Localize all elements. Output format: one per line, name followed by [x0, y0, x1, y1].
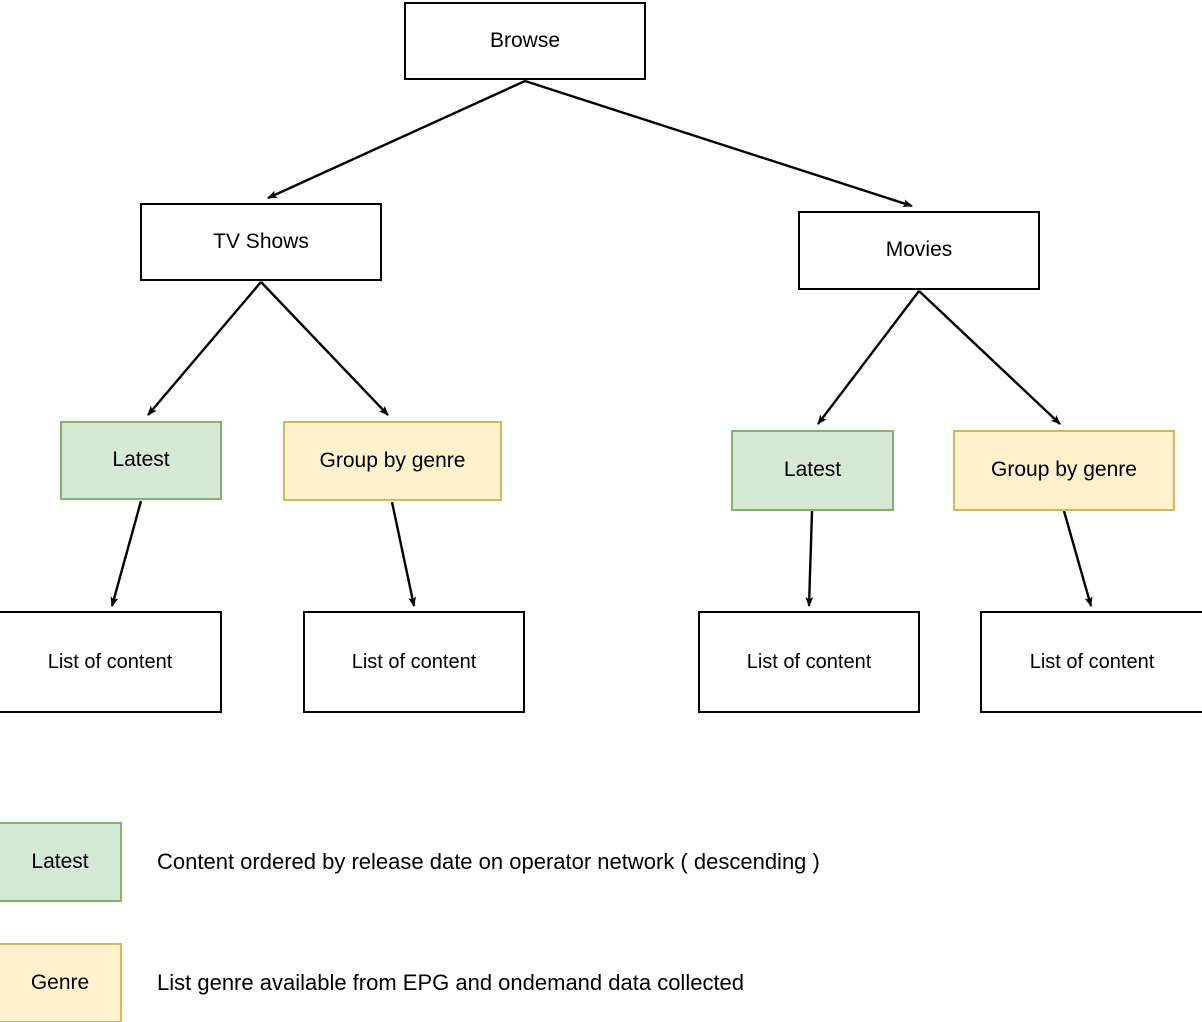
edge-movies-to-genre — [918, 290, 1061, 425]
legend-description-genre: List genre available from EPG and ondema… — [157, 970, 745, 995]
node-tv-genre-list-label: List of content — [351, 650, 477, 673]
node-movies-latest[interactable]: Latest — [731, 430, 894, 511]
node-tv-latest[interactable]: Latest — [60, 421, 222, 500]
node-movies-latest-label: Latest — [783, 458, 842, 482]
edge-tv-shows-to-latest — [147, 281, 262, 416]
node-movies-latest-list[interactable]: List of content — [698, 611, 920, 713]
node-movies-genre-list-label: List of content — [1029, 650, 1155, 673]
node-tv-shows-label: TV Shows — [213, 229, 309, 253]
node-movies-group-by-genre-label: Group by genre — [991, 458, 1137, 482]
node-browse-label: Browse — [489, 28, 561, 52]
edge-tv-genre-to-list — [390, 501, 417, 607]
node-movies-latest-list-label: List of content — [746, 650, 872, 673]
edge-movies-latest-to-list — [805, 510, 814, 607]
legend-swatch-genre: Genre — [0, 943, 122, 1022]
node-tv-shows[interactable]: TV Shows — [140, 203, 382, 281]
edge-tv-latest-to-list — [110, 500, 143, 607]
edge-movies-to-latest — [817, 290, 920, 425]
node-tv-latest-label: Latest — [112, 448, 170, 472]
node-tv-latest-list-label: List of content — [47, 650, 173, 673]
edge-browse-to-movies — [524, 79, 913, 208]
legend-swatch-genre-label: Genre — [30, 971, 90, 994]
node-movies-genre-list[interactable]: List of content — [980, 611, 1202, 713]
legend-description-latest: Content ordered by release date on opera… — [157, 849, 820, 874]
node-movies[interactable]: Movies — [798, 211, 1040, 290]
edge-tv-shows-to-genre — [260, 281, 389, 416]
edge-browse-to-tv-shows — [267, 79, 526, 200]
node-tv-group-by-genre[interactable]: Group by genre — [283, 421, 502, 501]
legend-swatch-latest: Latest — [0, 822, 122, 902]
node-tv-latest-list[interactable]: List of content — [0, 611, 222, 713]
node-movies-group-by-genre[interactable]: Group by genre — [953, 430, 1175, 511]
legend-swatch-latest-label: Latest — [31, 850, 89, 873]
edge-movies-genre-to-list — [1062, 510, 1093, 607]
node-browse[interactable]: Browse — [404, 2, 646, 80]
node-tv-group-by-genre-label: Group by genre — [319, 448, 466, 472]
node-movies-label: Movies — [885, 238, 953, 262]
node-tv-genre-list[interactable]: List of content — [303, 611, 525, 713]
